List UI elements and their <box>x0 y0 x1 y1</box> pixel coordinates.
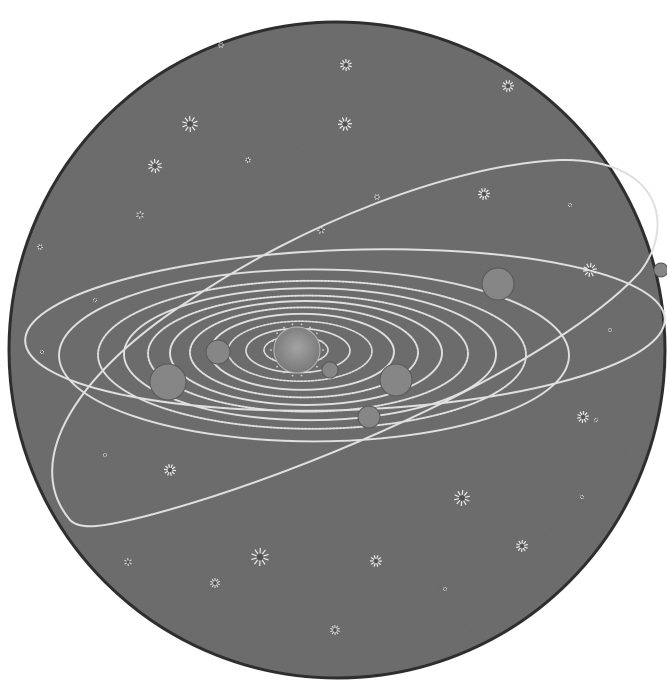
sun-ray <box>322 349 324 351</box>
sun-ray <box>321 358 323 360</box>
planet-icon <box>482 268 514 300</box>
sun-ray <box>321 340 323 342</box>
planet-icon <box>358 406 380 428</box>
sun-ray <box>316 332 318 334</box>
sun-ray <box>292 375 294 377</box>
sun-ray <box>276 332 278 334</box>
sun-ray <box>309 372 311 374</box>
sun-ray <box>309 327 311 329</box>
sun-ray <box>316 366 318 368</box>
sun-ray <box>276 366 278 368</box>
space-globe <box>9 22 665 678</box>
sun-ray <box>292 323 294 325</box>
comet-icon <box>654 263 667 277</box>
sun-ray <box>301 375 303 377</box>
sun-ray <box>272 358 274 360</box>
planet-icon <box>380 364 412 396</box>
sun-ray <box>301 323 303 325</box>
planet-icon <box>322 362 338 378</box>
sun-ray <box>283 327 285 329</box>
sun-ray <box>283 372 285 374</box>
sun-icon <box>274 327 320 373</box>
sun-ray <box>270 349 272 351</box>
planet-icon <box>150 364 186 400</box>
sun-ray <box>272 340 274 342</box>
planet-icon <box>206 340 230 364</box>
